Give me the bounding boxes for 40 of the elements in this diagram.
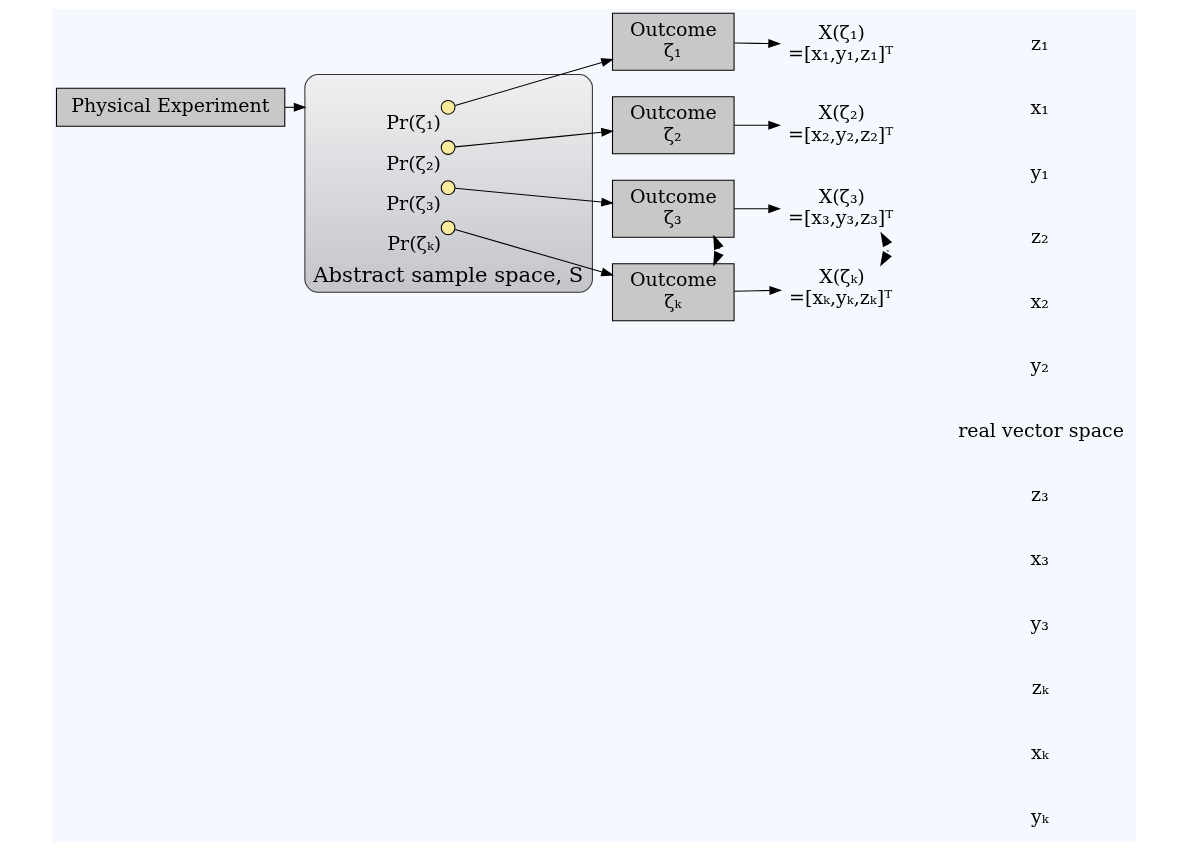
label: x₁ (1030, 95, 1049, 118)
arrow (283, 102, 306, 112)
arrow (454, 228, 614, 276)
node-circle (440, 99, 455, 115)
arrow (454, 57, 614, 106)
label: x₃ (1030, 546, 1049, 569)
label: xₖ (1030, 740, 1049, 763)
label: y₂ (1030, 353, 1049, 376)
label: x₂ (1030, 289, 1049, 312)
node-box: Outcome ζ₃ (611, 179, 735, 238)
label: z₁ (1030, 31, 1049, 54)
node-box: Outcome ζ₁ (611, 12, 735, 71)
label: yₖ (1030, 804, 1049, 827)
node-label: Pr(ζₖ) (386, 231, 441, 254)
node-box: Physical Experiment (55, 87, 285, 127)
node-circle (440, 139, 455, 155)
node-label: Pr(ζ₃) (385, 191, 441, 214)
node-text: X(ζ₂) =[x₂,y₂,z₂]ᵀ (787, 100, 893, 144)
arrow (712, 234, 724, 267)
arrow (733, 120, 781, 130)
node-text: X(ζ₃) =[x₃,y₃,z₃]ᵀ (787, 184, 893, 228)
label: real vector space (957, 417, 1124, 440)
node-text: X(ζₖ) =[xₖ,yₖ,zₖ]ᵀ (788, 264, 892, 308)
node-label: Pr(ζ₂) (385, 151, 441, 174)
arrow (733, 285, 782, 295)
label: y₃ (1030, 611, 1049, 634)
node-circle (440, 219, 455, 235)
arrow (454, 187, 614, 206)
arrow (733, 38, 781, 48)
node-box: Outcome ζ₂ (611, 95, 735, 154)
node-box: Outcome ζₖ (611, 262, 735, 321)
arrow (733, 203, 781, 213)
arrow (454, 127, 614, 147)
node-label: Pr(ζ₁) (385, 110, 441, 133)
node-circle (440, 179, 455, 195)
node-text: X(ζ₁) =[x₁,y₁,z₁]ᵀ (787, 20, 893, 64)
label: y₁ (1030, 160, 1049, 183)
label: z₂ (1030, 224, 1049, 247)
label: z₃ (1030, 482, 1049, 505)
label: zₖ (1031, 675, 1049, 698)
